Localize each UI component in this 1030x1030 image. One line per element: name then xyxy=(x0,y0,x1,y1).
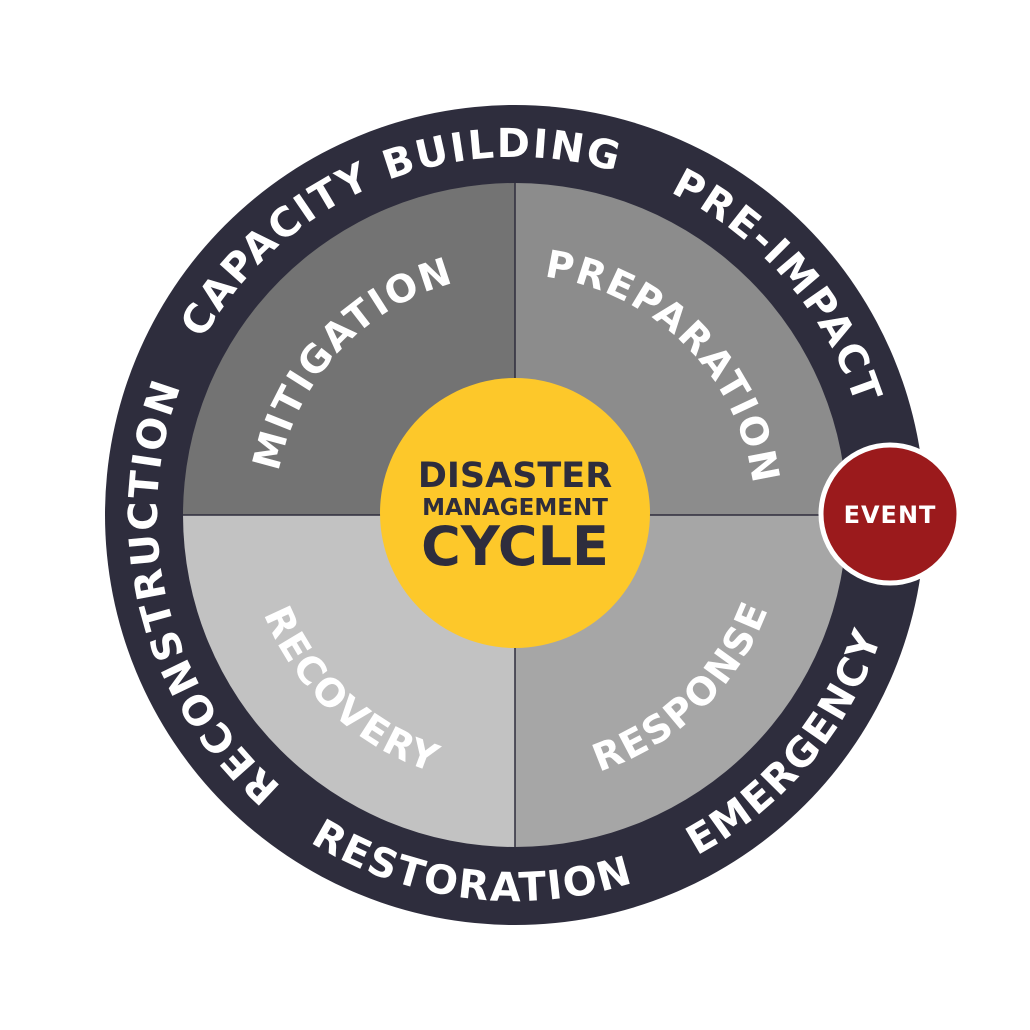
title-line-2: MANAGEMENT xyxy=(422,495,608,521)
event-marker xyxy=(818,442,962,586)
event-label: EVENT xyxy=(844,501,937,529)
title-line-1: DISASTER xyxy=(418,456,612,496)
title-line-3: CYCLE xyxy=(421,515,609,578)
center-circle xyxy=(380,378,650,648)
